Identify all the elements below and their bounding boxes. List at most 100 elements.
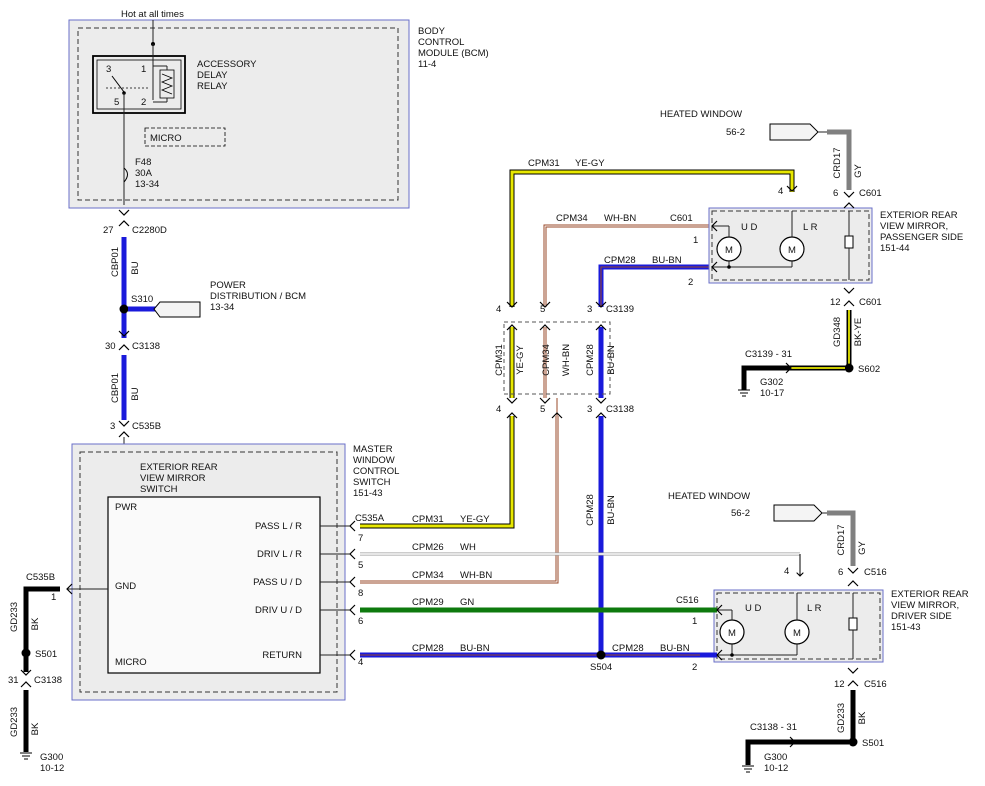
mirror-pass-title-3: PASSENGER SIDE: [880, 232, 963, 243]
relay-micro-label: MICRO: [150, 133, 182, 144]
connector-c535b-top: 3 C535B: [110, 420, 161, 438]
g302-label: G302: [760, 377, 783, 388]
wire-cpm26: CPM26 WH: [360, 542, 800, 576]
master-title-1: MASTER: [353, 444, 393, 455]
connector-c535a: C535A 7 5 8 6 4: [349, 513, 385, 668]
wire-crd17-driv: HEATED WINDOW 56-2 CRD17 GY 6 C516: [668, 491, 887, 587]
c3138-mid-pin-5: 5: [540, 404, 545, 415]
label-cpm31-b: CPM31: [528, 158, 560, 169]
s602-label: S602: [858, 364, 880, 375]
switch-pwr: PWR: [115, 502, 137, 513]
c601-pass-pin-1: 1: [693, 235, 698, 246]
label-crd17-b: CRD17: [836, 524, 847, 555]
connector-c2280d: 27 C2280D: [103, 209, 167, 236]
g300a-page: 10-12: [40, 763, 64, 774]
master-window-control-switch: MASTER WINDOW CONTROL SWITCH 151-43 EXTE…: [71, 443, 399, 701]
fuse-f48: F48 30A 13-34: [123, 157, 159, 190]
c535b-gnd-pin-1: 1: [51, 592, 56, 603]
power-dist-line-3: 13-34: [210, 302, 234, 313]
switch-pass-lr: PASS L / R: [255, 521, 302, 532]
c601-c-label: C601: [859, 297, 882, 308]
connector-c3138-top: 30 C3138: [105, 330, 160, 352]
motor-ud-driv-label: U D: [745, 603, 762, 614]
c516-a-label: C516: [676, 595, 699, 606]
switch-driv-ud: DRIV U / D: [255, 605, 302, 616]
splice-s602: [844, 363, 854, 373]
c516-a-pin-1: 1: [692, 616, 697, 627]
mirror-pass-title-1: EXTERIOR REAR: [880, 210, 958, 221]
switch-pass-ud: PASS U / D: [253, 577, 302, 588]
splice-s501-left: [21, 648, 31, 658]
motor-ud-pass-label: U D: [741, 222, 758, 233]
master-title-3: CONTROL: [353, 466, 399, 477]
label-crd17-a: CRD17: [832, 147, 843, 178]
c601-pass-pin-4: 4: [778, 186, 783, 197]
label-bk-l-a: BK: [30, 617, 41, 630]
wire-cpm28: S504 CPM28 BU-BN CPM28 BU-BN CPM28 BU-BN…: [360, 255, 712, 673]
wire-label-cbp01-b: CBP01: [110, 373, 121, 403]
heated-b-line-2: 56-2: [731, 508, 750, 519]
label-whbn-b: WH-BN: [604, 213, 636, 224]
label-gd233-r: GD233: [836, 703, 847, 733]
mirror-pass-title-4: 151-44: [880, 243, 910, 254]
label-bubn-e: BU-BN: [606, 495, 617, 525]
c516-b-pin-6: 6: [838, 567, 843, 578]
c516-pin-4: 4: [784, 566, 789, 577]
mirror-driv-title-1: EXTERIOR REAR: [891, 589, 969, 600]
c535a-pin-4: 4: [358, 657, 363, 668]
s504-label: S504: [590, 662, 612, 673]
motor-ud-pass-m: M: [725, 245, 733, 256]
label-bubn-b: BU-BN: [660, 643, 690, 654]
wire-cpm34: CPM34 WH-BN CPM34 WH-BN CPM34 WH-BN: [360, 213, 712, 584]
c601-pass-pin-2: 2: [688, 277, 693, 288]
g300b-page: 10-12: [764, 763, 788, 774]
power-distribution-connector: [153, 301, 201, 318]
label-cpm26: CPM26: [412, 542, 444, 553]
label-gy-a: GY: [853, 163, 864, 177]
wire-label-cbp01-a: CBP01: [110, 247, 121, 277]
bcm-title-4: 11-4: [418, 59, 436, 70]
c3139-pin-5: 5: [540, 304, 545, 315]
label-bubn-a: BU-BN: [460, 643, 490, 654]
label-yegy-c: YE-GY: [515, 345, 526, 375]
master-title-5: 151-43: [353, 488, 383, 499]
c3138-gnd-label: C3138: [34, 675, 62, 686]
relay-pin-5: 5: [114, 97, 119, 108]
fuse-line-1: F48: [135, 157, 151, 168]
relay-title-1: ACCESSORY: [197, 59, 257, 70]
mirror-driv-title-4: 151-43: [891, 622, 921, 633]
hot-at-all-times-label: Hot at all times: [121, 9, 184, 20]
splice-s501-right: [848, 737, 858, 747]
motor-lr-driv-label: L R: [807, 603, 822, 614]
master-title-4: SWITCH: [353, 477, 391, 488]
accessory-delay-relay: 3 1 5 2 ACCESSORY DELAY RELAY MICRO: [92, 44, 257, 205]
c3139-pin-4: 4: [496, 304, 501, 315]
g302-ref: C3139 - 31: [745, 349, 792, 360]
wire-cpm31: CPM31 YE-GY CPM31 YE-GY CPM31 YE-GY: [360, 158, 795, 529]
switch-driv-lr: DRIV L / R: [257, 549, 302, 560]
power-dist-line-2: DISTRIBUTION / BCM: [210, 291, 306, 302]
bcm-module: BODY CONTROL MODULE (BCM) 11-4: [68, 19, 489, 209]
motor-ud-driv-m: M: [728, 628, 736, 639]
c601-a-label: C601: [670, 213, 693, 224]
g302-page: 10-17: [760, 388, 784, 399]
wire-crd17-pass: HEATED WINDOW 56-2 CRD17 GY 6 C601: [660, 109, 882, 209]
s501-right-label: S501: [862, 738, 884, 749]
c601-b-label: C601: [859, 188, 882, 199]
label-yegy-b: YE-GY: [575, 158, 605, 169]
c516-c-label: C516: [864, 679, 887, 690]
switch-title-2: VIEW MIRROR: [140, 473, 206, 484]
wire-cpm29: CPM29 GN: [360, 597, 700, 613]
c535a-pin-6: 6: [358, 616, 363, 627]
c2280d-pin: 27: [103, 225, 114, 236]
label-gd233-l-a: GD233: [9, 602, 20, 632]
g300a-label: G300: [40, 752, 63, 763]
heated-a-line-2: 56-2: [726, 127, 745, 138]
label-yegy-a: YE-GY: [460, 514, 490, 525]
c3138-gnd-pin-31: 31: [8, 675, 19, 686]
wire-gd348: 12 C601 GD348 BK-YE S602 C3139 - 31 G302…: [738, 287, 882, 399]
c3138-top-pin: 30: [105, 341, 116, 352]
label-cpm28-a: CPM28: [412, 643, 444, 654]
c535a-label: C535A: [355, 513, 385, 524]
